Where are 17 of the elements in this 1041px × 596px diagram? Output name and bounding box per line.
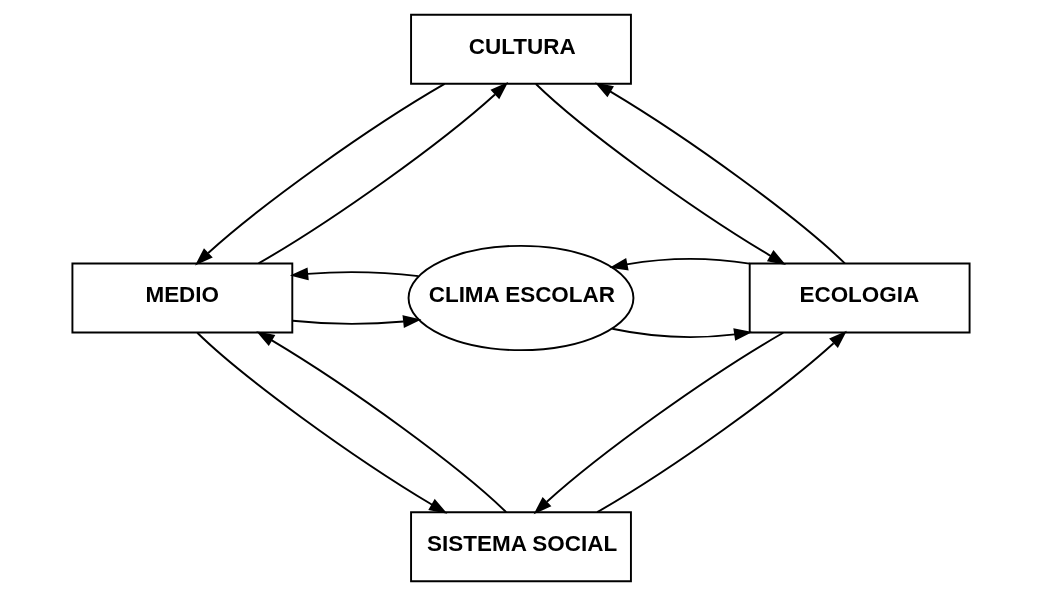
arrow xyxy=(255,331,507,514)
node-ellipse: CLIMA ESCOLAR xyxy=(407,244,634,352)
arrow xyxy=(594,82,846,265)
arrow xyxy=(533,331,784,515)
arrow xyxy=(534,83,786,265)
arrow xyxy=(289,267,419,281)
node-box: ECOLOGIA xyxy=(748,262,971,334)
arrow xyxy=(610,327,752,341)
arrow xyxy=(194,83,446,266)
node-box: CULTURA xyxy=(409,13,632,85)
arrow xyxy=(608,257,750,271)
arrow xyxy=(195,331,447,514)
arrow xyxy=(257,81,508,265)
node-box: SISTEMA SOCIAL xyxy=(409,511,632,583)
arrow xyxy=(291,315,421,328)
arrow xyxy=(595,330,847,514)
node-box: MEDIO xyxy=(70,262,293,334)
